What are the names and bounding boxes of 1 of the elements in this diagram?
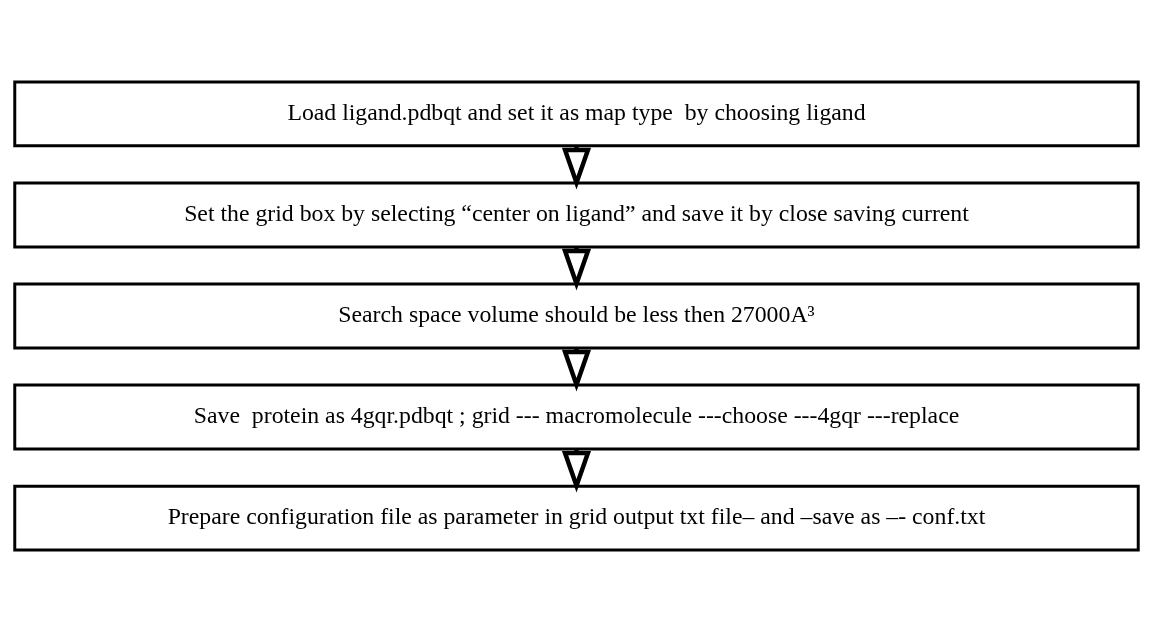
node-box: Prepare configuration file as parameter in grid output txt file– and –save as –- conf.txt xyxy=(13,484,1140,552)
